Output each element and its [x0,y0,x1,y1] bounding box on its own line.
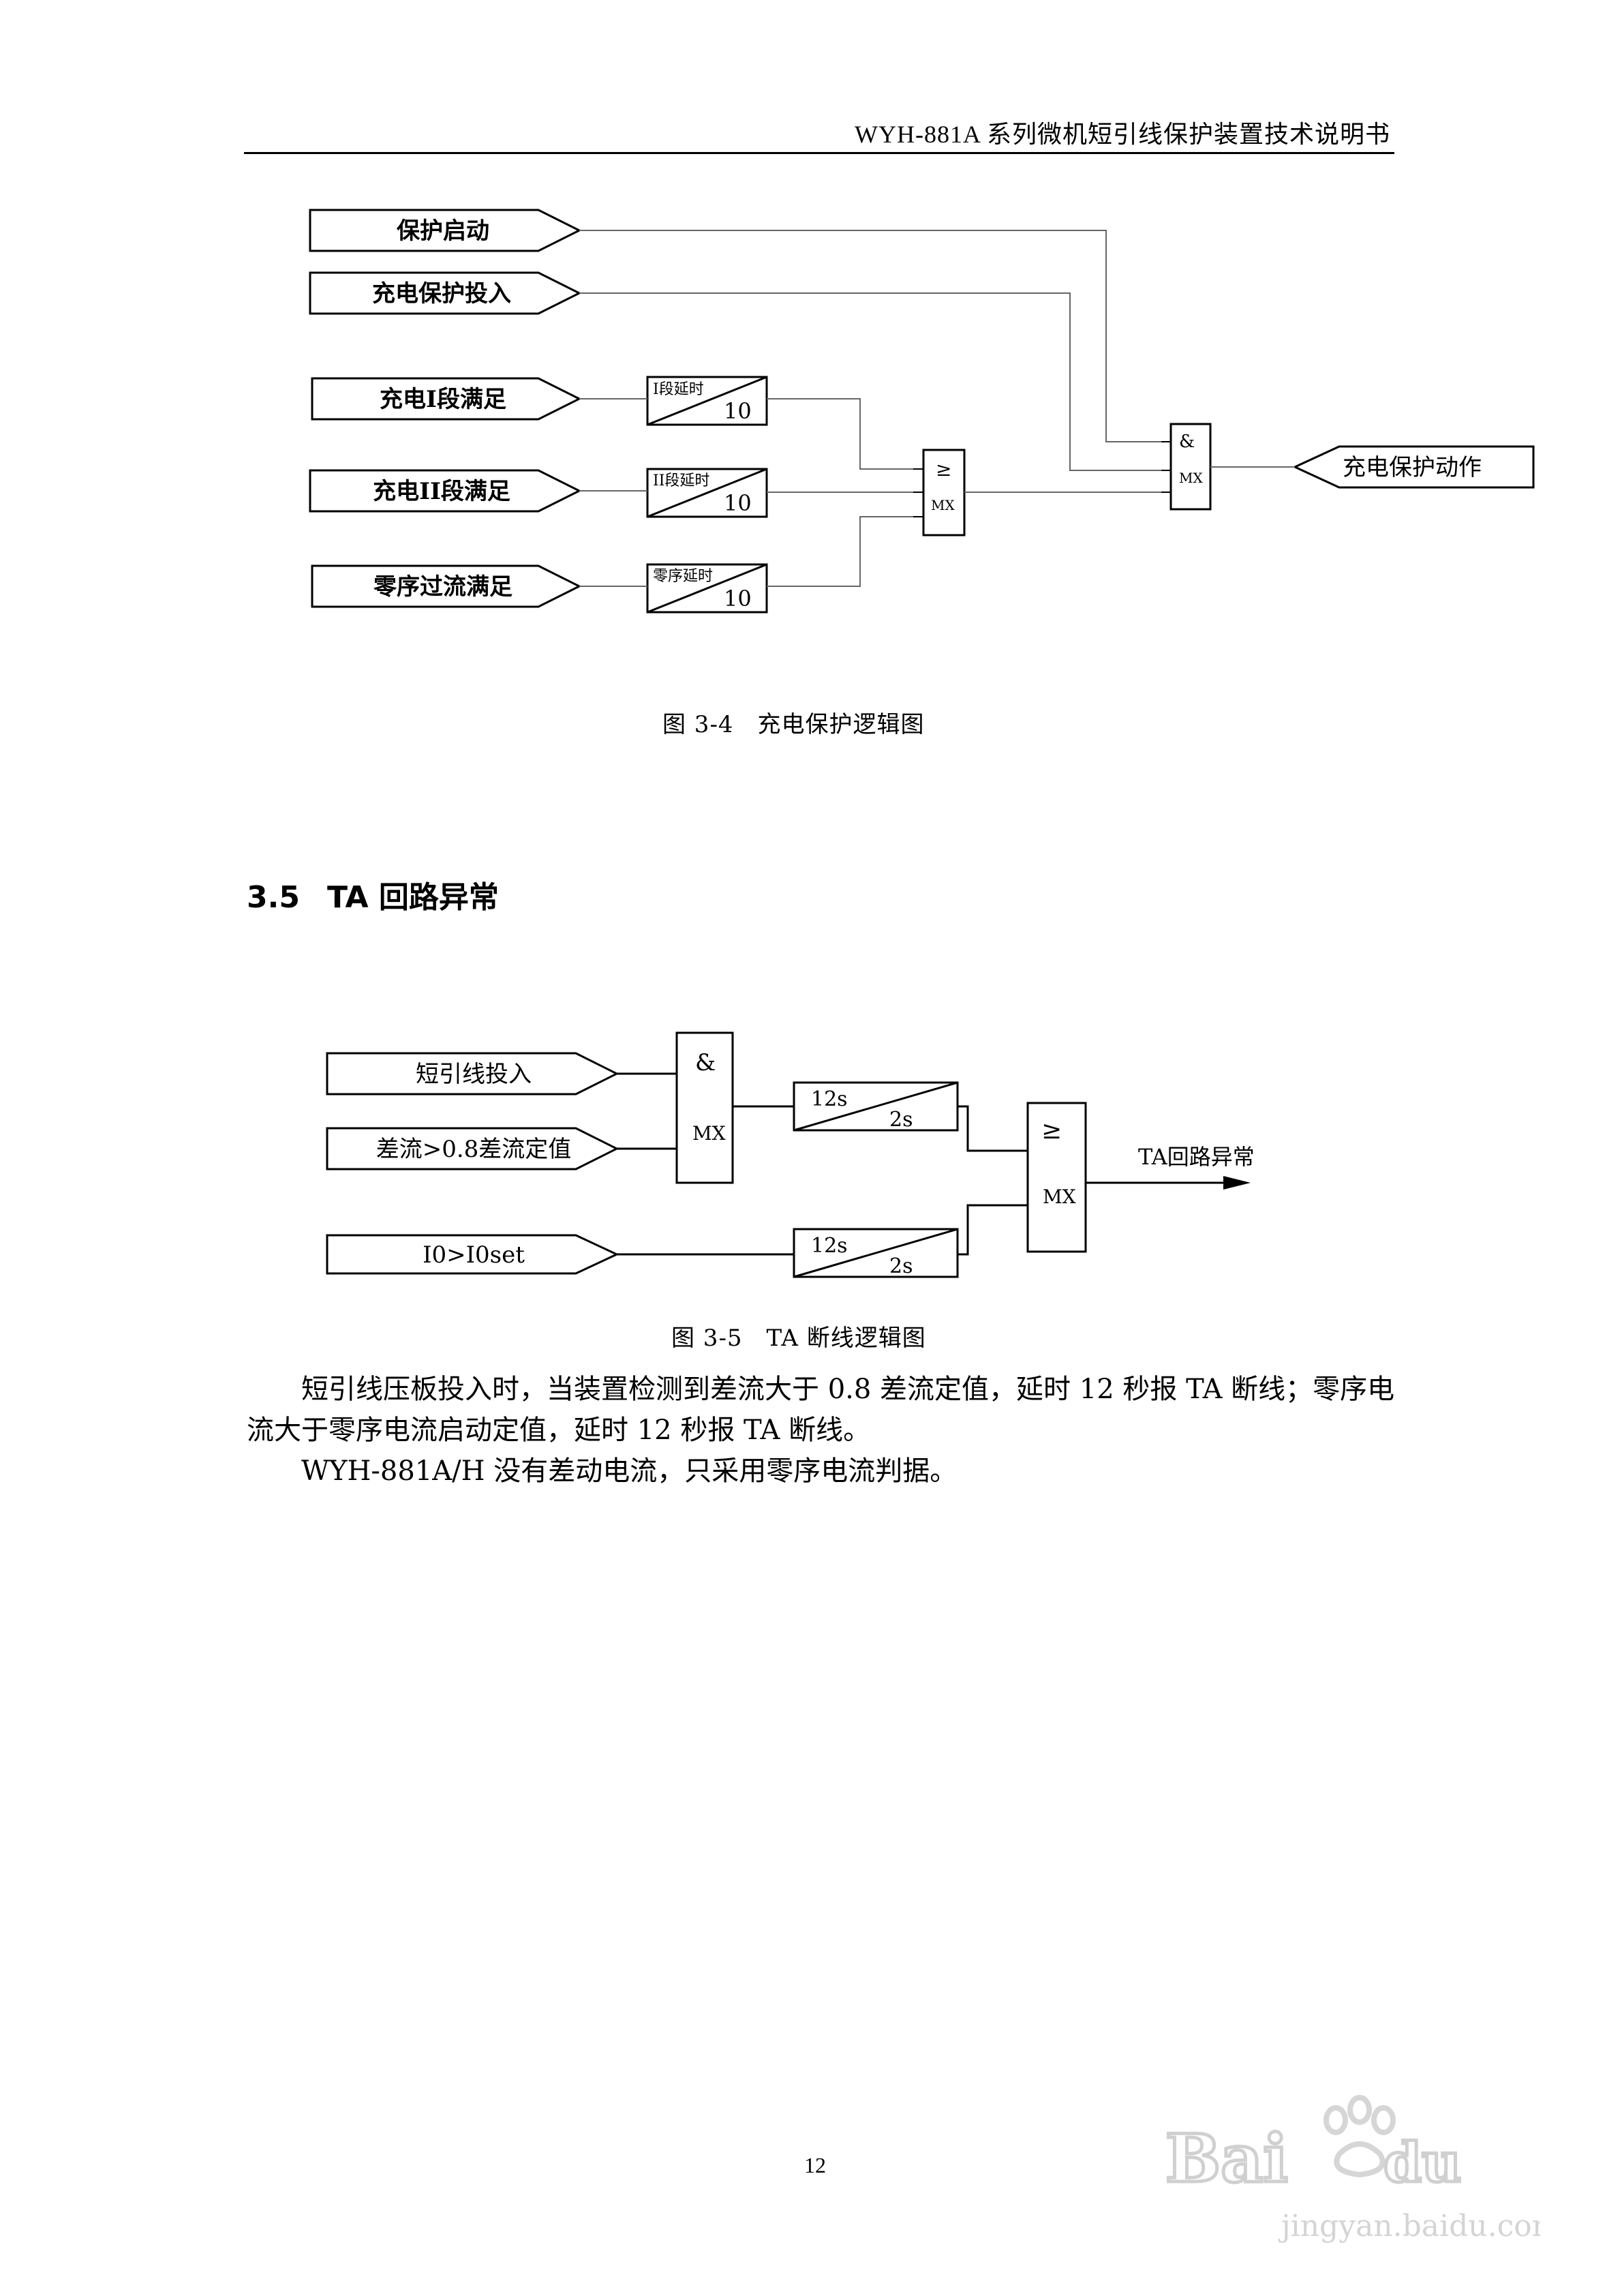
figure-3-4-diagram: 保护启动 充电保护投入 充电I段满足 充电II段满足 零序过流满足 I段延时 I… [309,209,1535,614]
fig35-input-shape-3 [326,1234,619,1275]
baidu-watermark-logo: Bai du jingyan.baidu.com [1164,2095,1540,2244]
fig34-or-label: MX [931,497,955,513]
fig35-and-gate [675,1031,734,1184]
fig35-timer-1-t1: 12s [811,1087,848,1111]
fig35-output-label: TA回路异常 [1138,1144,1255,1170]
fig34-and-label: MX [1179,470,1203,486]
body-paragraph-1: 短引线压板投入时，当装置检测到差流大于 0.8 差流定值，延时 12 秒报 TA… [247,1374,1395,1446]
fig35-timer-1-t2: 2s [889,1108,913,1132]
page-number: 12 [804,2153,826,2177]
fig34-input-3-label: 充电I段满足 [380,386,506,413]
section-heading: 3.5 TA 回路异常 [247,873,499,916]
fig34-input-shape-3 [311,377,582,421]
fig34-output-shape [1292,445,1535,489]
svg-text:Bai: Bai [1165,2120,1288,2197]
fig35-or-gate [1026,1102,1087,1253]
fig35-input-3-label: I0>I0set [423,1241,525,1269]
fig35-input-2-label: 差流>0.8差流定值 [376,1136,572,1163]
section-number: 3.5 [247,880,300,915]
fig34-or-symbol: ≥ [936,458,951,481]
fig34-timer-box-1 [646,376,768,426]
fig34-input-4-label: 充电II段满足 [373,478,510,505]
fig34-output-label: 充电保护动作 [1343,454,1482,481]
figure-3-5-caption: 图 3-5 TA 断线逻辑图 [671,1325,926,1352]
section-title: TA 回路异常 [326,880,499,915]
fig34-timer-3-label: 零序延时 [653,568,713,585]
fig34-and-symbol: & [1179,432,1195,452]
fig34-timer-3-value: 10 [724,586,752,611]
figure-3-4-caption: 图 3-4 充电保护逻辑图 [662,711,925,738]
fig35-and-symbol: & [695,1049,716,1076]
fig35-timer-2-t1: 12s [811,1234,848,1258]
fig34-input-5-label: 零序过流满足 [373,573,512,601]
fig34-timer-box-3 [646,563,768,614]
svg-text:du: du [1383,2130,1461,2194]
fig35-timer-box-2 [793,1228,959,1278]
body-paragraph-2: WYH-881A/H 没有差动电流，只采用零序电流判据。 [301,1455,958,1487]
fig35-input-1-label: 短引线投入 [416,1061,532,1088]
fig34-timer-2-value: 10 [724,490,752,516]
fig34-input-shape-4 [309,469,582,513]
fig34-input-1-label: 保护启动 [397,217,489,245]
fig34-timer-1-label: I段延时 [653,381,704,398]
svg-text:jingyan.baidu.com: jingyan.baidu.com [1278,2209,1540,2244]
fig34-input-shape-1 [309,209,582,252]
fig34-input-shape-5 [311,564,582,608]
figure-3-5-diagram: 短引线投入 差流>0.8差流定值 I0>I0set & MX 12s 2s 12… [326,1031,1255,1278]
fig35-and-label: MX [692,1122,726,1145]
fig35-input-shape-2 [326,1127,619,1170]
fig35-output-arrowhead [1223,1176,1251,1190]
fig34-input-shape-2 [309,271,582,315]
running-header: WYH-881A 系列微机短引线保护装置技术说明书 [855,121,1390,148]
fig35-or-symbol: ≥ [1041,1117,1062,1145]
fig35-or-label: MX [1043,1185,1076,1208]
header-rule [244,152,1394,154]
fig34-timer-2-label: II段延时 [653,472,709,489]
fig34-timer-1-value: 10 [724,398,752,424]
fig34-input-2-label: 充电保护投入 [372,280,511,307]
fig35-input-shape-1 [326,1052,619,1096]
fig35-timer-2-t2: 2s [889,1254,913,1278]
